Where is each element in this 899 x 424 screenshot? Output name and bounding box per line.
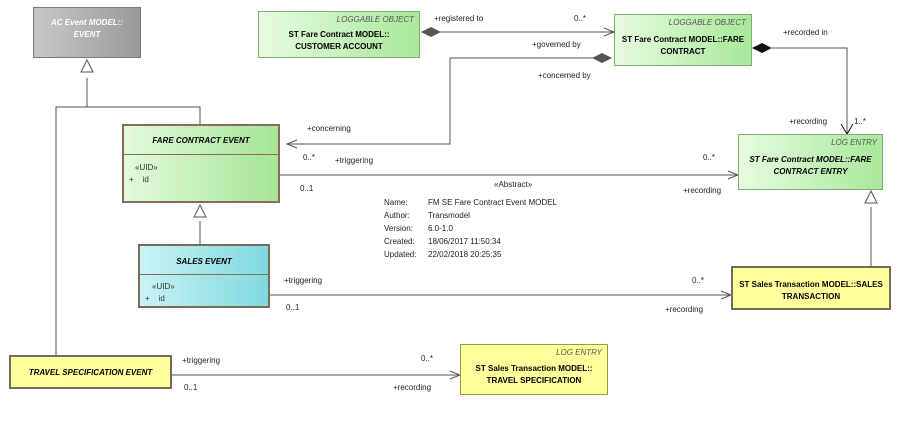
class-title: ST Fare Contract MODEL::FARE CONTRACT EN… [749,155,872,176]
label-tse-mult: 0..1 [184,383,198,392]
note-version-key: Version: [384,224,413,233]
label-fce-triggering: +triggering [335,156,374,165]
generalization-arrow-entry [864,189,878,204]
class-travel-specification[interactable]: LOG ENTRY ST Sales Transaction MODEL:: T… [460,344,608,395]
label-se-mult: 0..1 [286,303,300,312]
class-sales-transaction[interactable]: ST Sales Transaction MODEL::SALES TRANSA… [731,266,891,310]
note-created-key: Created: [384,237,415,246]
uid-stereotype: «UID» [152,282,175,291]
class-fare-contract[interactable]: LOGGABLE OBJECT ST Fare Contract MODEL::… [614,14,752,66]
label-fce-mult-top: 0..* [303,153,316,162]
label-tse-ts-mult: 0..* [421,354,434,363]
label-se-recording: +recording [665,305,704,314]
stereotype-label: LOG ENTRY [831,138,877,147]
composition-diamond-customer [421,27,441,37]
class-sales-event[interactable]: SALES EVENT «UID» + id [138,244,270,308]
class-ac-event[interactable]: AC Event MODEL:: EVENT [33,7,141,58]
label-recorded-in: +recorded in [783,28,828,37]
stereotype-label: LOG ENTRY [556,348,602,357]
note-author-key: Author: [384,211,410,220]
uid-stereotype: «UID» [135,163,158,172]
class-travel-specification-event[interactable]: TRAVEL SPECIFICATION EVENT [9,355,172,389]
label-tse-triggering: +triggering [182,356,221,365]
label-se-triggering: +triggering [284,276,323,285]
composition-diamond-fc [592,53,612,63]
label-abstract: «Abstract» [494,180,533,189]
stereotype-label: LOGGABLE OBJECT [668,18,746,27]
note-name-key: Name: [384,198,408,207]
label-governed-by: +governed by [532,40,581,49]
class-fare-contract-entry[interactable]: LOG ENTRY ST Fare Contract MODEL::FARE C… [738,134,883,190]
class-title: AC Event MODEL:: EVENT [51,18,123,39]
note-author-value: Transmodel [428,211,470,220]
class-title: ST Sales Transaction MODEL:: TRAVEL SPEC… [475,364,593,385]
class-customer-account[interactable]: LOGGABLE OBJECT ST Fare Contract MODEL::… [258,11,420,58]
class-title: ST Fare Contract MODEL:: CUSTOMER ACCOUN… [288,30,390,51]
model-info-note: Name: FM SE Fare Contract Event MODEL Aut… [384,196,557,261]
composition-diamond-fc-entry [752,43,772,53]
label-recording-top-mult: 1..* [854,117,867,126]
label-fce-entry-mult: 0..* [703,153,716,162]
label-se-tx-mult: 0..* [692,276,705,285]
class-fare-contract-event[interactable]: FARE CONTRACT EVENT «UID» + id [122,124,280,203]
label-registered-mult: 0..* [574,14,587,23]
note-created-value: 18/06/2017 11:50:34 [428,237,501,246]
label-concerning: +concerning [307,124,351,133]
label-fce-mult-bottom: 0..1 [300,184,314,193]
id-attribute: + id [129,175,149,184]
label-concerned-by: +concerned by [538,71,591,80]
stereotype-label: LOGGABLE OBJECT [336,15,414,24]
class-title: FARE CONTRACT EVENT [152,136,250,145]
note-name-value: FM SE Fare Contract Event MODEL [428,198,557,207]
class-title: ST Sales Transaction MODEL::SALES TRANSA… [739,280,883,301]
note-updated-key: Updated: [384,250,417,259]
class-title: SALES EVENT [176,257,232,266]
note-version-value: 6.0-1.0 [428,224,453,233]
generalization-arrow-fce [193,203,207,218]
label-tse-recording: +recording [393,383,432,392]
class-title: ST Fare Contract MODEL::FARE CONTRACT [621,35,745,56]
label-recording-top: +recording [789,117,828,126]
class-title: TRAVEL SPECIFICATION EVENT [28,368,153,377]
label-fce-recording: +recording [683,186,722,195]
generalization-arrow-ac [80,58,94,73]
id-attribute: + id [145,294,165,303]
label-registered-to: +registered to [434,14,484,23]
note-updated-value: 22/02/2018 20:25:35 [428,250,502,259]
